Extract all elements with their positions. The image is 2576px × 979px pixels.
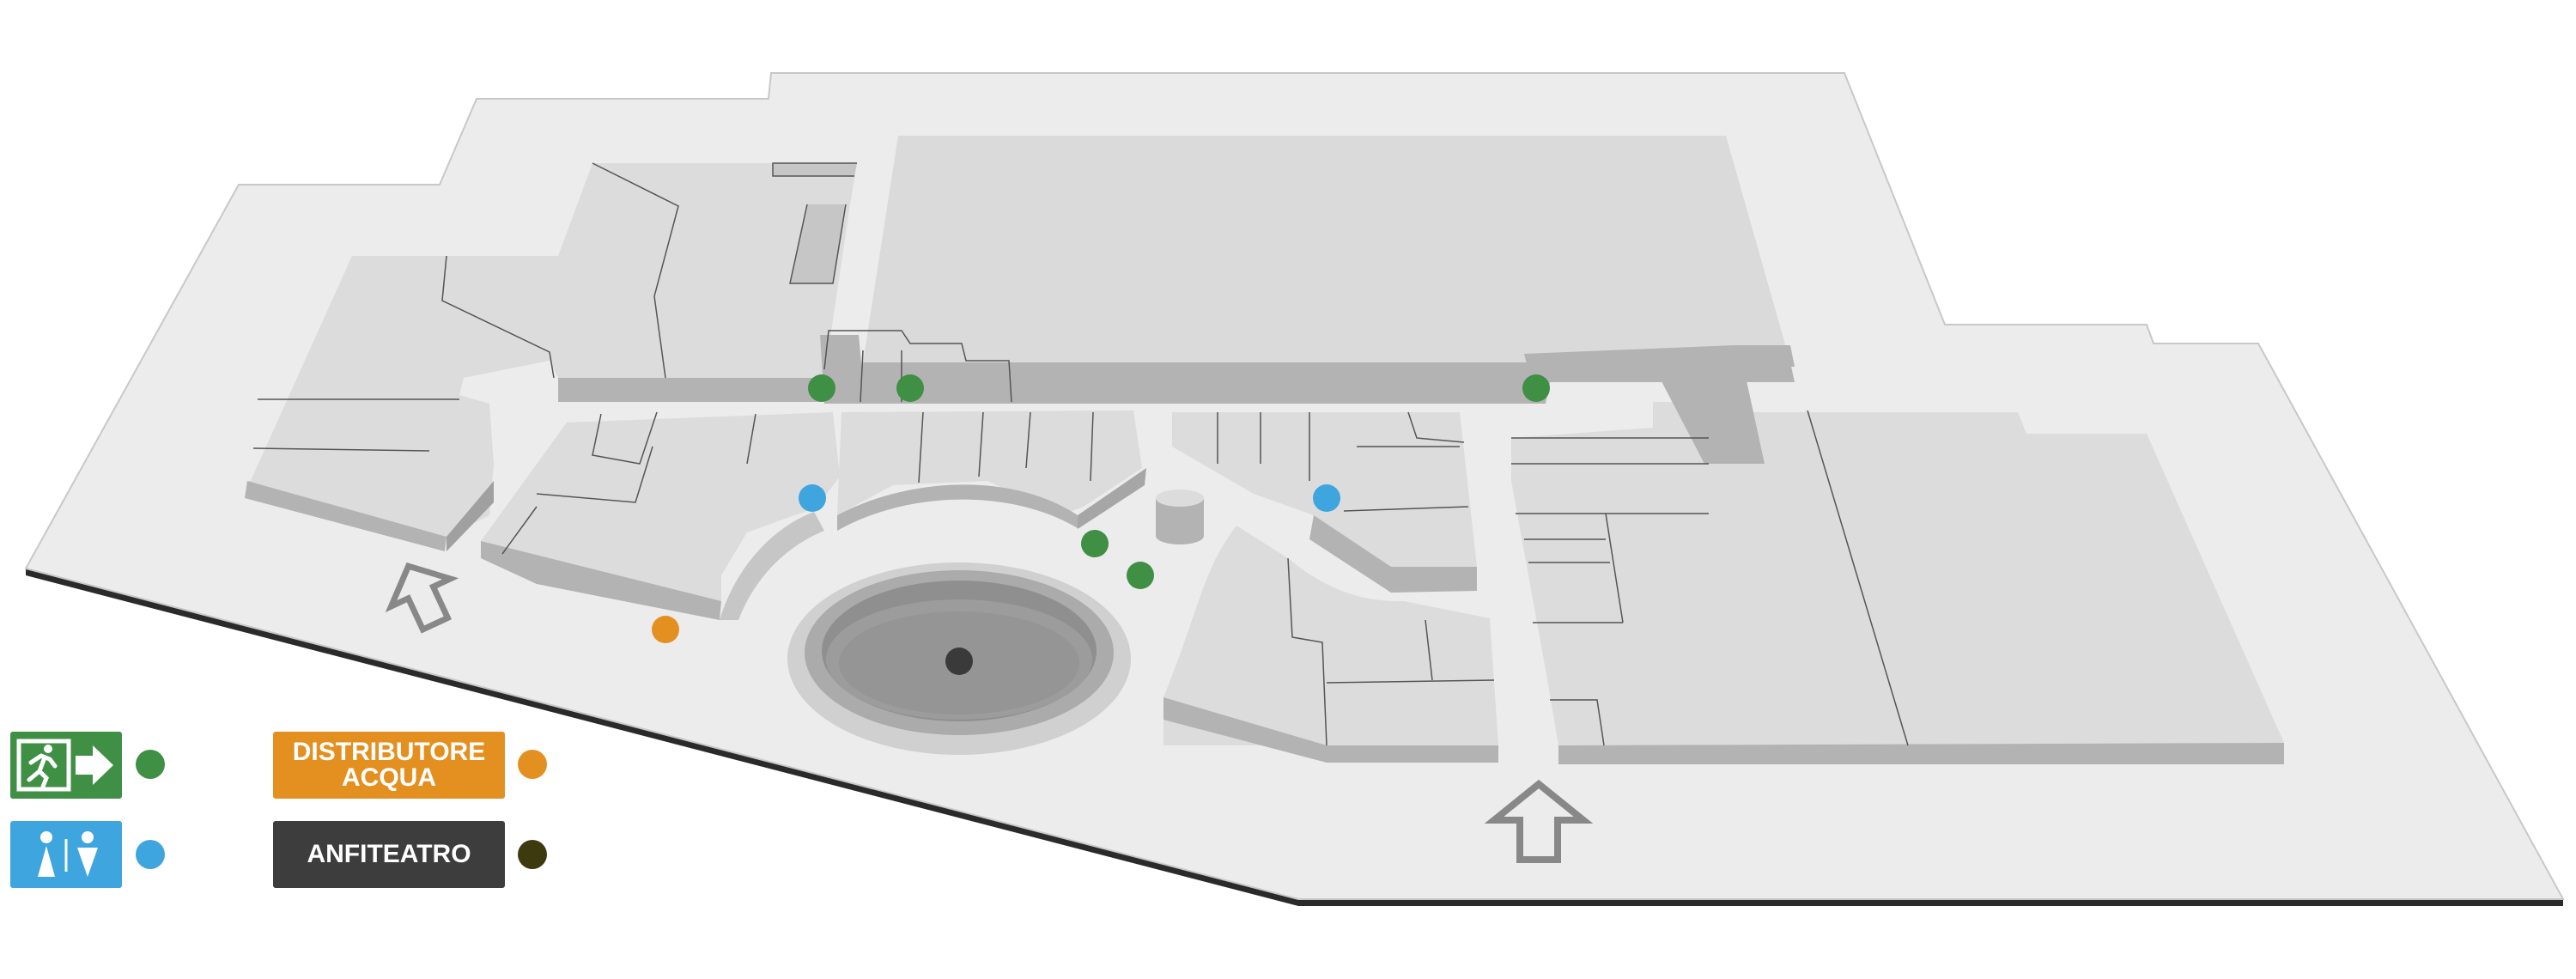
legend-water-label-line2: ACQUA bbox=[342, 763, 436, 792]
store-block-south-central[interactable] bbox=[1163, 526, 1498, 763]
store-block-east[interactable] bbox=[1511, 365, 2284, 764]
legend-restroom-badge bbox=[10, 821, 122, 888]
corridor-north-shops[interactable] bbox=[820, 335, 1550, 404]
legend-amphitheatre-badge: ANFITEATRO bbox=[273, 821, 505, 888]
emergency-exit-marker[interactable] bbox=[1127, 562, 1154, 589]
water-dispenser-marker[interactable] bbox=[652, 616, 679, 643]
store-block-northeast[interactable] bbox=[1524, 345, 1795, 371]
emergency-exit-marker[interactable] bbox=[896, 374, 924, 402]
restroom-marker[interactable] bbox=[1313, 484, 1340, 512]
legend-amphitheatre-dot bbox=[518, 840, 547, 869]
legend-amphitheatre-label: ANFITEATRO bbox=[307, 840, 471, 868]
emergency-exit-marker[interactable] bbox=[808, 374, 835, 402]
kiosk-cylinder[interactable] bbox=[1156, 490, 1204, 544]
legend-exit-dot bbox=[136, 750, 165, 779]
emergency-exit-icon bbox=[16, 739, 113, 792]
emergency-exit-marker[interactable] bbox=[1081, 530, 1109, 557]
entrance-arrow-icon bbox=[1484, 779, 1594, 863]
legend-water-label-line1: DISTRIBUTORE bbox=[292, 738, 486, 766]
store-anchor-north[interactable] bbox=[863, 136, 1790, 362]
legend-exit-badge bbox=[10, 732, 122, 799]
store-block-northwest[interactable] bbox=[245, 162, 857, 551]
store-block-central-west[interactable] bbox=[481, 411, 840, 620]
emergency-exit-marker[interactable] bbox=[1522, 374, 1550, 402]
entrance-arrow-icon bbox=[385, 562, 459, 634]
store-block-central-arcade[interactable] bbox=[837, 410, 1146, 531]
restroom-icon bbox=[38, 831, 98, 877]
legend-restroom-dot bbox=[136, 840, 165, 869]
amphitheatre[interactable] bbox=[787, 562, 1131, 755]
legend-water-dot bbox=[518, 750, 547, 779]
legend-water-badge: DISTRIBUTORE ACQUA bbox=[273, 732, 505, 799]
restroom-marker[interactable] bbox=[799, 484, 826, 512]
